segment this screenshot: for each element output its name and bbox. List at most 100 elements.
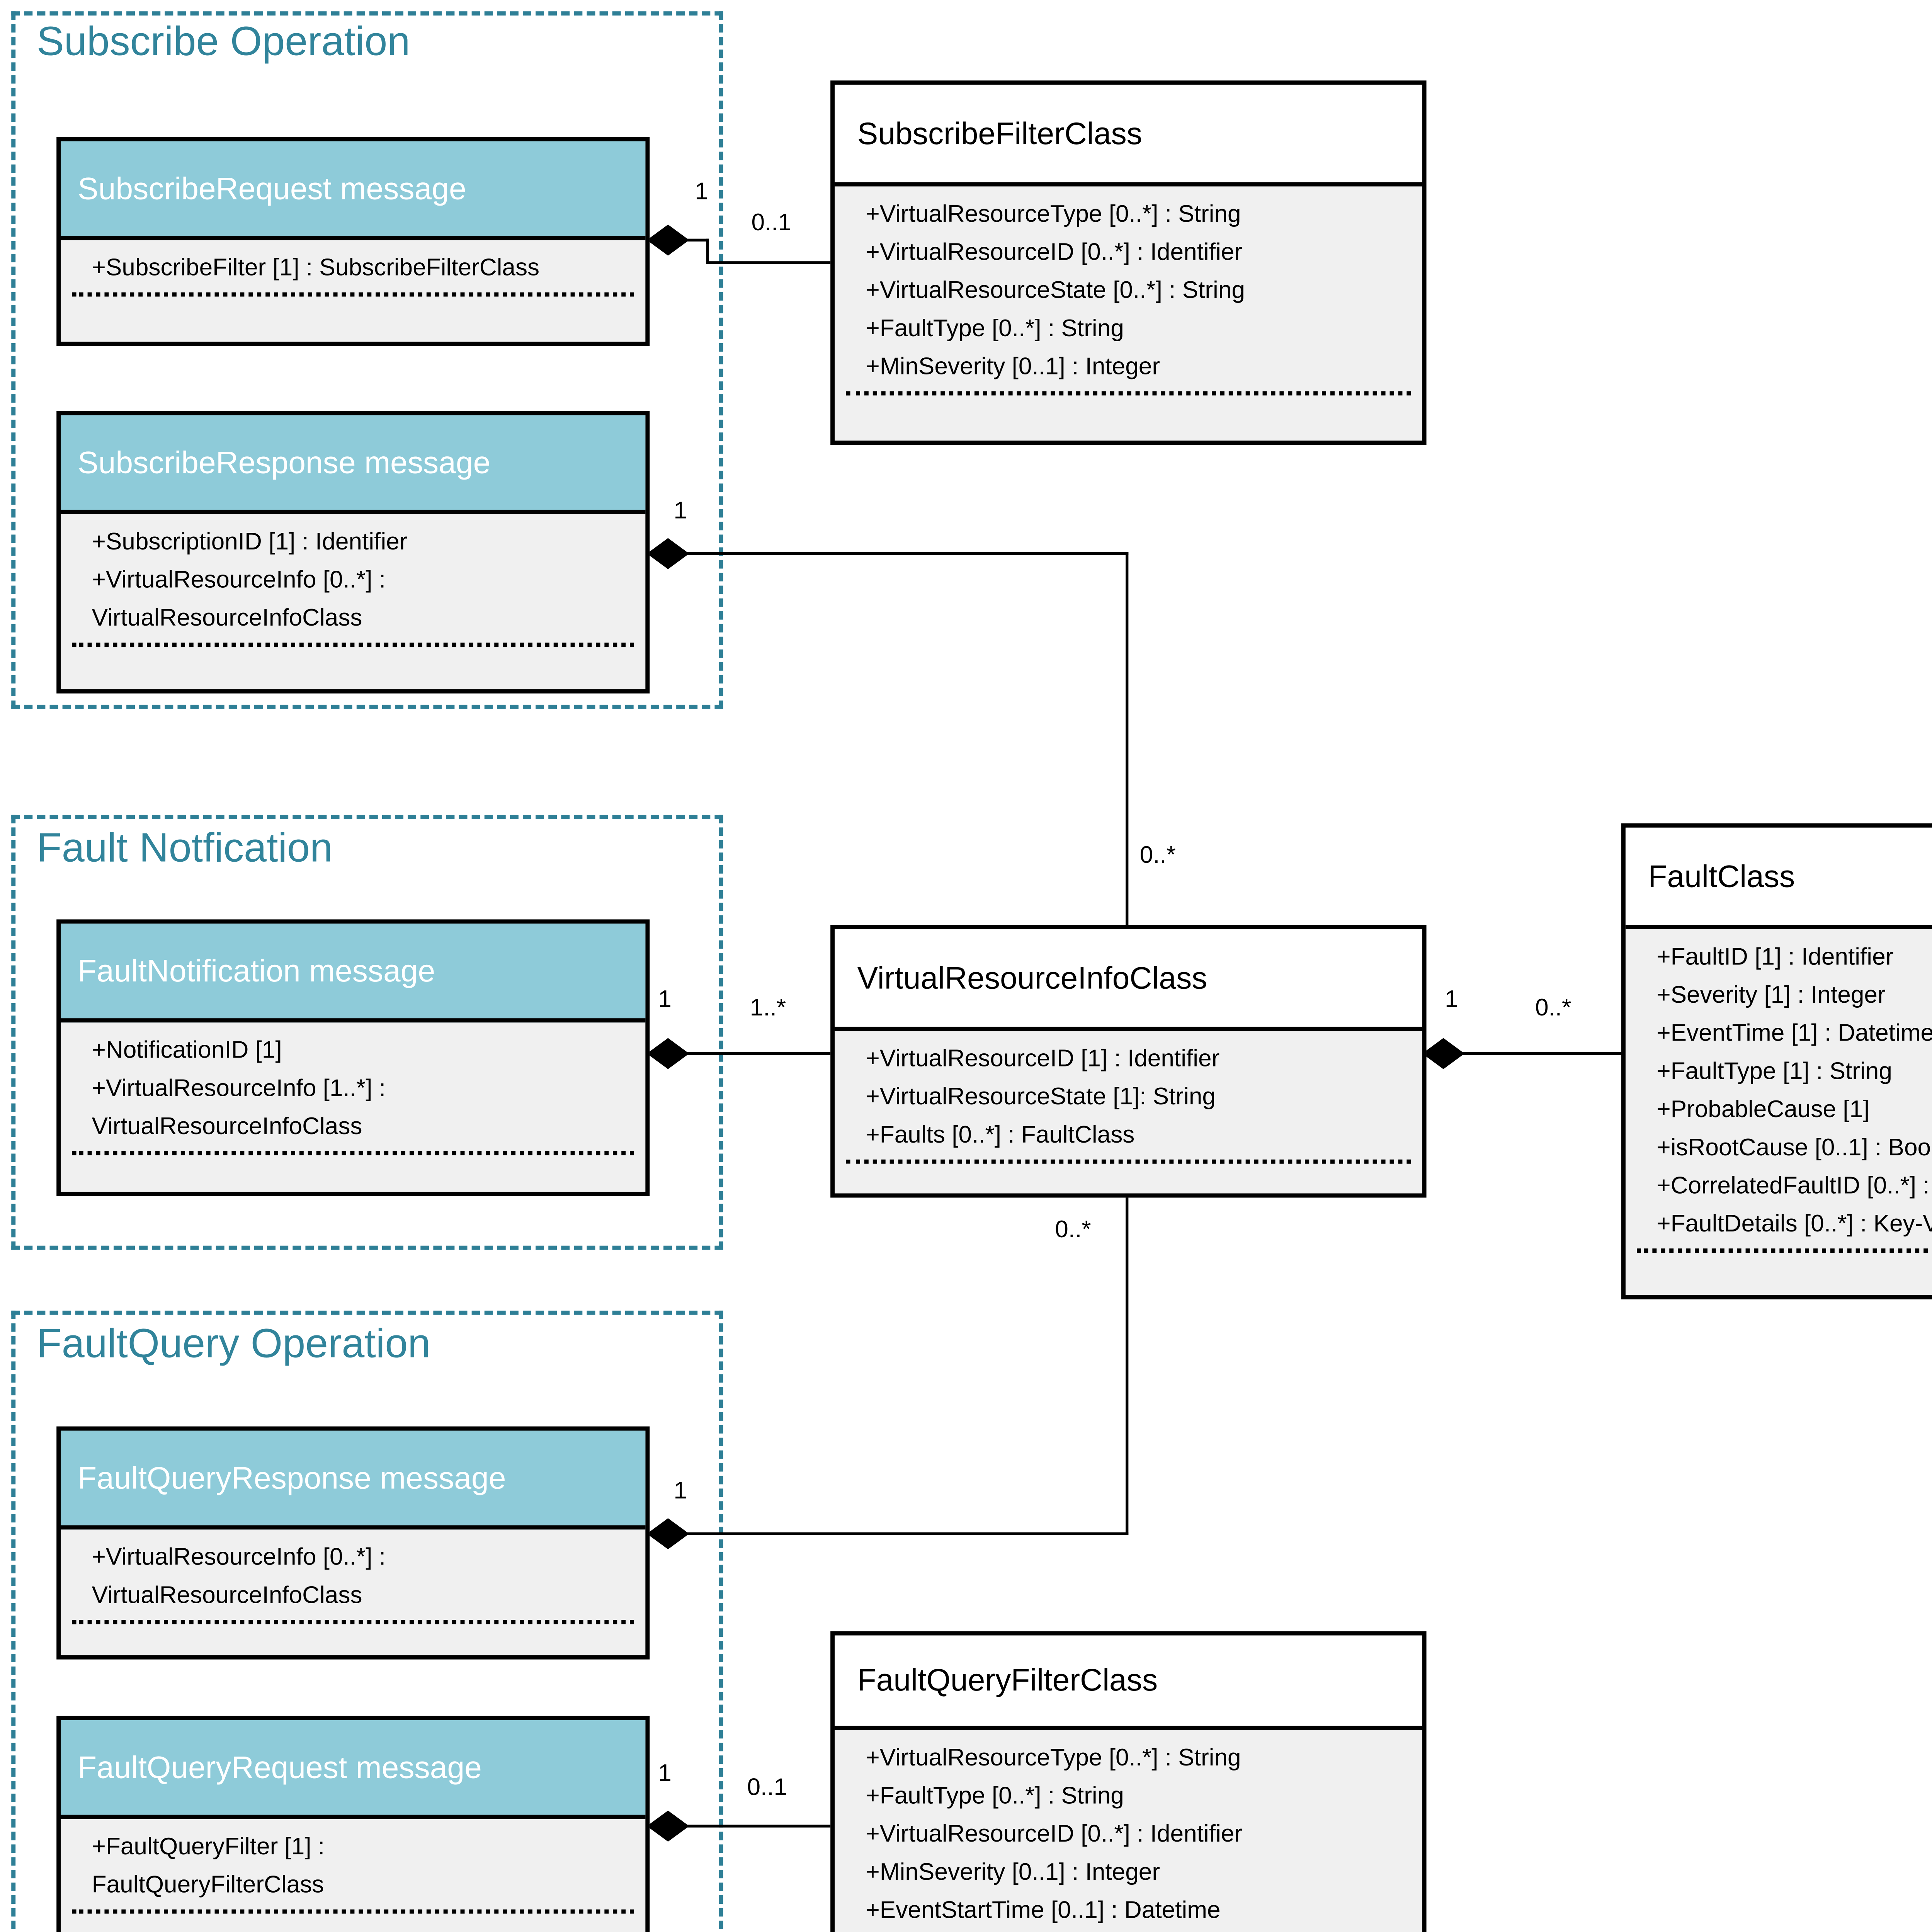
attribute-compartment: +VirtualResourceInfo [0..*] : VirtualRes…	[61, 1529, 645, 1655]
class-box-faultquery-filter-class: FaultQueryFilterClass +VirtualResourceTy…	[830, 1631, 1427, 1932]
class-box-subscribe-request: SubscribeRequest message +SubscribeFilte…	[56, 137, 650, 346]
group-fault-notification	[11, 815, 723, 1250]
attribute-compartment: +SubscriptionID [1] : Identifier +Virtua…	[61, 514, 645, 689]
attribute: +SubscribeFilter [1] : SubscribeFilterCl…	[92, 254, 540, 281]
compartment-separator	[72, 1151, 634, 1155]
assoc-subscriberequest-filter-line	[706, 238, 709, 264]
class-title: SubscribeResponse message	[78, 444, 491, 480]
class-title: FaultClass	[1648, 858, 1795, 893]
class-title: FaultQueryFilterClass	[857, 1662, 1158, 1698]
attribute-compartment: +FaultID [1] : Identifier +Severity [1] …	[1626, 929, 1932, 1295]
attribute: +VirtualResourceState [0..*] : String	[866, 277, 1245, 304]
multiplicity-label: 1	[673, 497, 687, 524]
assoc-vri-faultclass-line	[1461, 1052, 1621, 1055]
class-title: SubscribeRequest message	[78, 170, 466, 206]
multiplicity-label: 1..*	[750, 994, 786, 1021]
attribute-compartment: +VirtualResourceType [0..*] : String +Fa…	[835, 1730, 1422, 1932]
class-title: VirtualResourceInfoClass	[857, 959, 1208, 995]
class-box-faultquery-response: FaultQueryResponse message +VirtualResou…	[56, 1426, 650, 1660]
group-title-subscribe-operation: Subscribe Operation	[37, 20, 410, 65]
group-subscribe-operation	[11, 11, 723, 709]
attribute-compartment: +VirtualResourceType [0..*] : String +Vi…	[835, 186, 1422, 440]
assoc-subscriberesponse-vri-line	[1126, 552, 1129, 927]
attribute: +VirtualResourceInfo [0..*] :	[92, 566, 386, 594]
assoc-faultnotification-vri-line	[686, 1052, 831, 1055]
multiplicity-label: 0..*	[1139, 842, 1176, 869]
attribute: +EventEndTime [0..1] : Datetime	[866, 1929, 1414, 1932]
class-box-subscribe-filter-class: SubscribeFilterClass +VirtualResourceTyp…	[830, 80, 1427, 445]
compartment-separator	[72, 292, 634, 297]
attribute: +VirtualResourceID [0..*] : Identifier	[866, 1820, 1243, 1847]
multiplicity-label: 0..1	[747, 1774, 787, 1801]
attribute: +FaultType [1] : String	[1656, 1058, 1892, 1085]
attribute: +FaultID [1] : Identifier	[1656, 943, 1894, 970]
class-box-faultquery-request: FaultQueryRequest message +FaultQueryFil…	[56, 1716, 650, 1932]
attribute: +isRootCause [0..1] : Boolean	[1656, 1134, 1932, 1161]
attribute: +VirtualResourceState [1]: String	[866, 1083, 1216, 1110]
attribute: +VirtualResourceType [0..*] : String	[866, 1744, 1241, 1771]
attribute: FaultQueryFilterClass	[92, 1871, 324, 1898]
group-title-fault-notification: Fault Notfication	[37, 826, 333, 872]
attribute: +VirtualResourceType [0..*] : String	[866, 201, 1241, 228]
attribute: +FaultType [0..*] : String	[866, 315, 1124, 342]
attribute: +CorrelatedFaultID [0..*] : Identifier	[1656, 1172, 1932, 1199]
class-header: FaultQueryFilterClass	[835, 1635, 1422, 1730]
attribute: VirtualResourceInfoClass	[92, 604, 362, 631]
attribute: +ProbableCause [1]	[1656, 1096, 1870, 1123]
multiplicity-label: 0..*	[1055, 1216, 1091, 1243]
assoc-faultqueryresponse-vri-line	[686, 1532, 1129, 1535]
multiplicity-label: 1	[658, 986, 672, 1013]
compartment-separator	[846, 1159, 1411, 1164]
multiplicity-label: 0..1	[751, 209, 792, 236]
attribute: +SubscriptionID [1] : Identifier	[92, 528, 408, 555]
multiplicity-label: 0..*	[1535, 994, 1571, 1021]
attribute: +FaultQueryFilter [1] :	[92, 1833, 325, 1860]
attribute: +EventTime [1] : Datetime	[1656, 1019, 1932, 1047]
group-faultquery-operation	[11, 1310, 723, 1932]
attribute: +VirtualResourceID [1] : Identifier	[866, 1045, 1220, 1072]
assoc-subscriberesponse-vri-line	[686, 552, 1129, 555]
class-header: SubscribeFilterClass	[835, 85, 1422, 187]
compartment-separator	[72, 1620, 634, 1624]
attribute: +VirtualResourceID [0..*] : Identifier	[866, 238, 1243, 266]
attribute-compartment: +FaultQueryFilter [1] : FaultQueryFilter…	[61, 1819, 645, 1932]
class-header: FaultNotification message	[61, 923, 646, 1023]
class-title: SubscribeFilterClass	[857, 115, 1142, 151]
compartment-separator	[846, 391, 1411, 396]
attribute: +Faults [0..*] : FaultClass	[866, 1121, 1135, 1148]
attribute-compartment: +SubscribeFilter [1] : SubscribeFilterCl…	[61, 240, 645, 342]
class-title: FaultNotification message	[78, 952, 435, 988]
class-box-fault-notification-message: FaultNotification message +NotificationI…	[56, 919, 650, 1196]
multiplicity-label: 1	[1445, 986, 1458, 1013]
multiplicity-label: 1	[673, 1477, 687, 1504]
composition-diamond-icon	[1422, 1038, 1465, 1069]
attribute: +EventStartTime [0..1] : Datetime	[866, 1896, 1221, 1924]
class-header: SubscribeRequest message	[61, 141, 646, 240]
class-box-subscribe-response: SubscribeResponse message +SubscriptionI…	[56, 411, 650, 694]
class-box-virtual-resource-info-class: VirtualResourceInfoClass +VirtualResourc…	[830, 925, 1427, 1198]
compartment-separator	[1637, 1248, 1932, 1253]
attribute: +NotificationID [1]	[92, 1036, 282, 1064]
assoc-faultqueryrequest-filter-line	[686, 1825, 831, 1828]
attribute: +FaultType [0..*] : String	[866, 1782, 1124, 1810]
class-box-fault-class: FaultClass +FaultID [1] : Identifier +Se…	[1621, 823, 1932, 1299]
class-header: FaultQueryRequest message	[61, 1720, 646, 1819]
multiplicity-label: 1	[658, 1760, 672, 1787]
class-header: SubscribeResponse message	[61, 415, 646, 514]
attribute: +VirtualResourceInfo [1..*] :	[92, 1075, 386, 1102]
attribute: VirtualResourceInfoClass	[92, 1582, 362, 1609]
class-title: FaultQueryRequest message	[78, 1749, 482, 1785]
group-title-faultquery-operation: FaultQuery Operation	[37, 1322, 431, 1367]
attribute: +Severity [1] : Integer	[1656, 981, 1886, 1009]
attribute: +FaultDetails [0..*] : Key-Value pairs	[1656, 1210, 1932, 1237]
class-title: FaultQueryResponse message	[78, 1459, 506, 1495]
class-header: FaultQueryResponse message	[61, 1430, 646, 1530]
assoc-subscriberequest-filter-line	[686, 238, 709, 242]
compartment-separator	[72, 643, 634, 647]
class-header: VirtualResourceInfoClass	[835, 929, 1422, 1031]
compartment-separator	[72, 1909, 634, 1914]
multiplicity-label: 1	[695, 178, 708, 205]
attribute-compartment: +NotificationID [1] +VirtualResourceInfo…	[61, 1022, 645, 1192]
attribute: +MinSeverity [0..1] : Integer	[866, 353, 1160, 380]
